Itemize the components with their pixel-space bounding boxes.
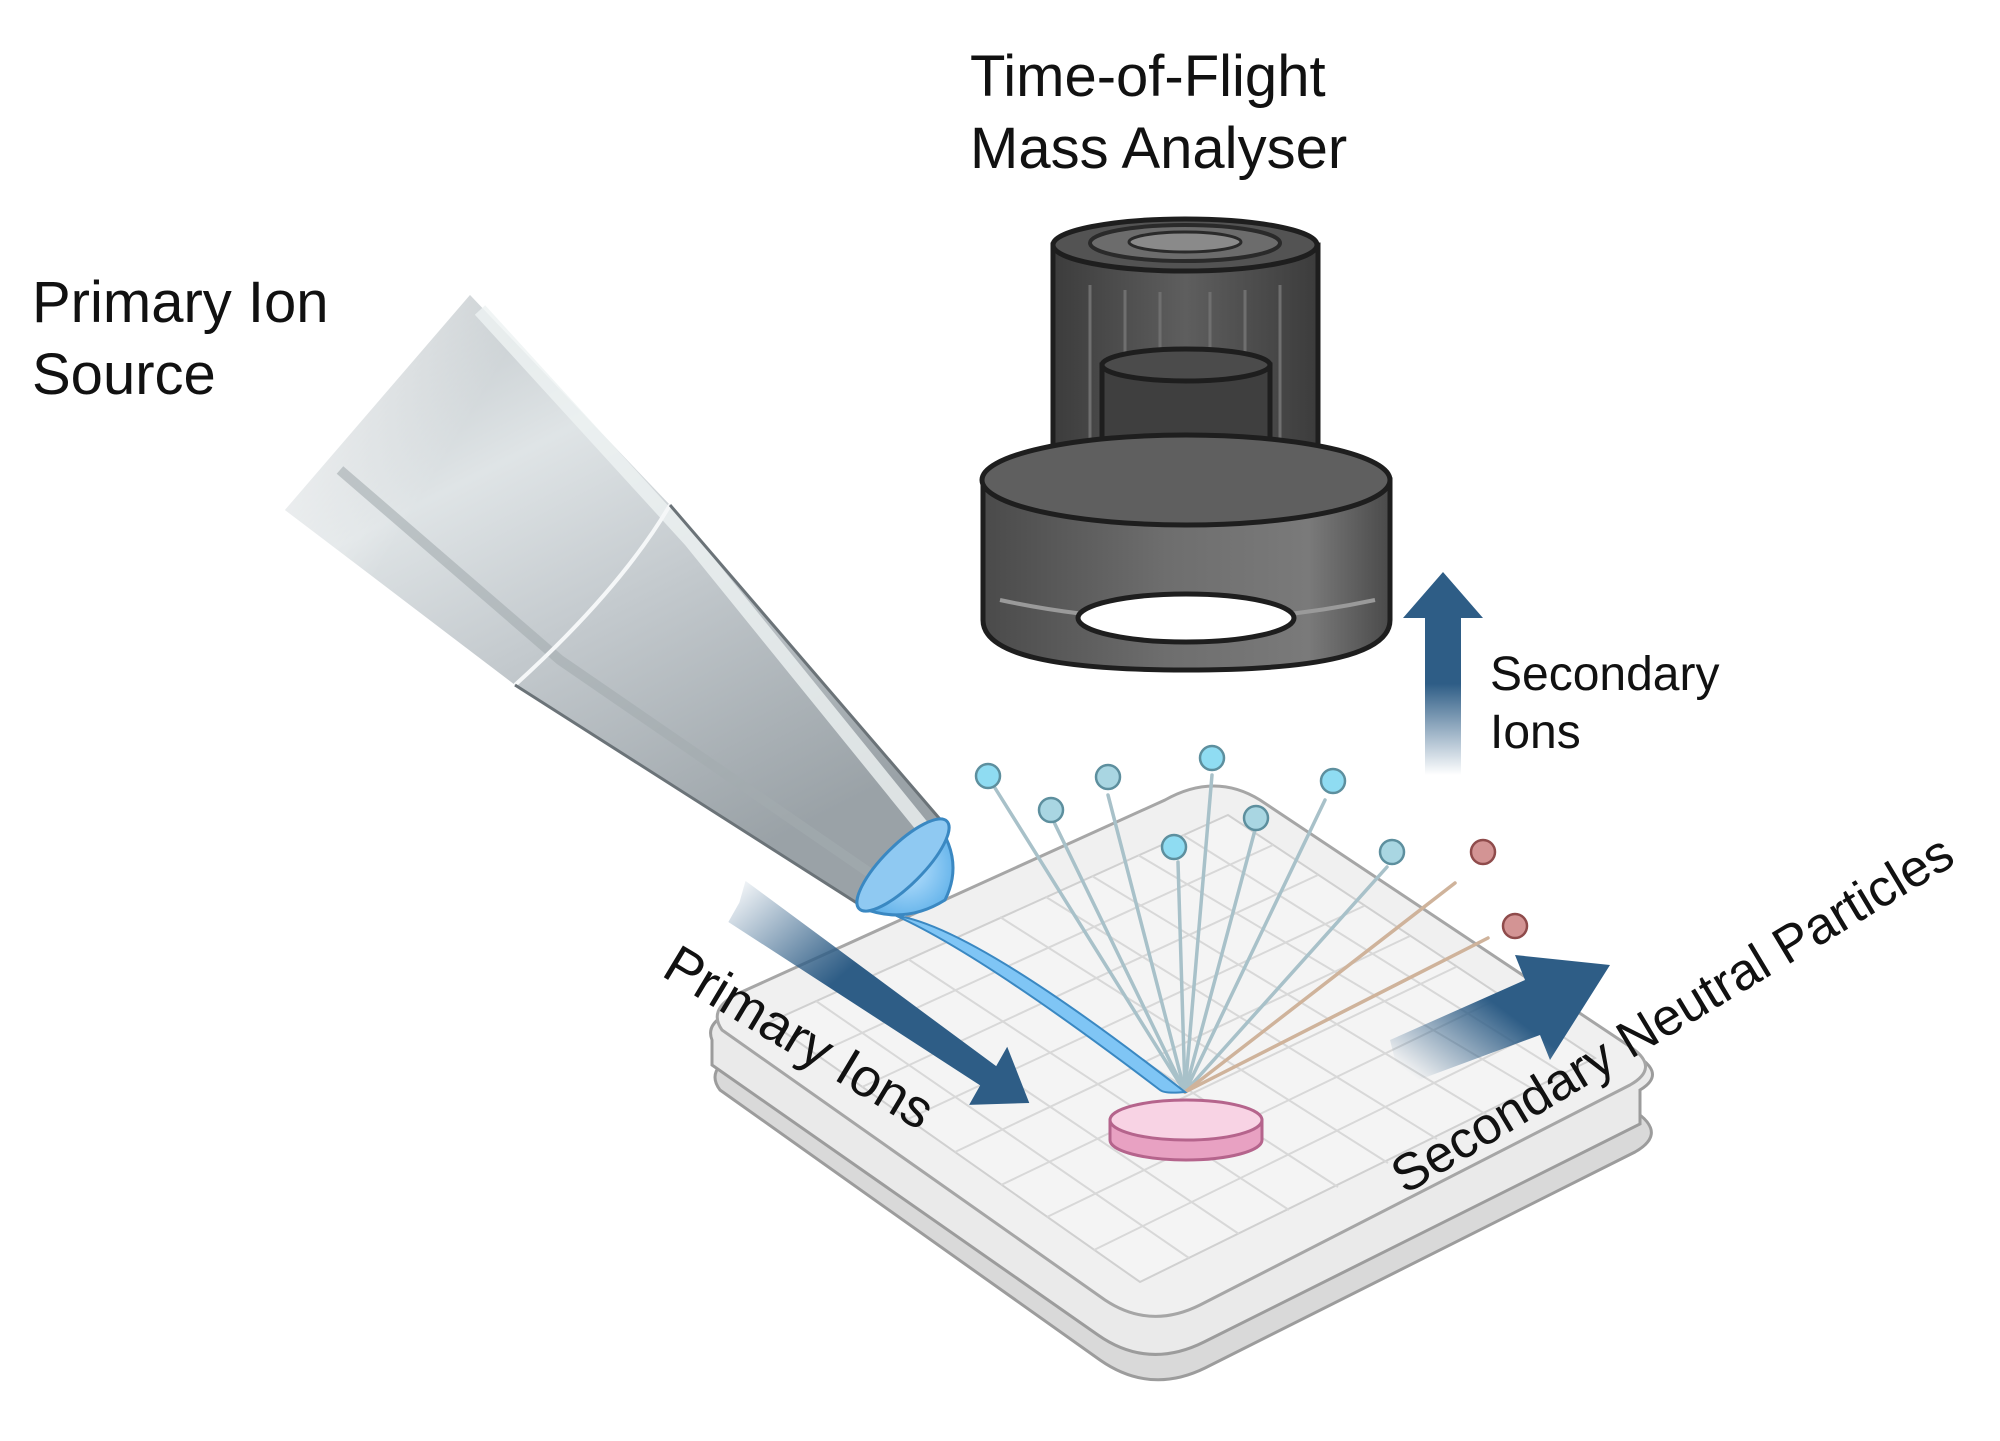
secondary-ions-arrow: [1403, 572, 1483, 775]
sample-disc: [1108, 1098, 1264, 1162]
secondary-ion: [1094, 763, 1122, 791]
secondary-ion: [1378, 838, 1406, 866]
label-source-line1: Primary Ion: [32, 270, 329, 335]
detector-aperture: [1075, 591, 1297, 645]
neutral-particle: [1469, 838, 1497, 866]
neutral-particles: [1469, 838, 1529, 940]
secondary-ion-particles: [974, 744, 1406, 866]
label-source-line2: Source: [32, 342, 216, 407]
secondary-ion: [1198, 744, 1226, 772]
secondary-ion: [1242, 804, 1270, 832]
secondary-ion: [1037, 796, 1065, 824]
secondary-neutral-arrow: [1390, 955, 1610, 1085]
label-secondary-ions: Secondary Ions: [1490, 648, 1719, 759]
tof-mass-analyser: [979, 216, 1393, 673]
label-secondary-ions-line1: Secondary: [1490, 648, 1719, 701]
label-tof-line1: Time-of-Flight: [970, 44, 1326, 109]
label-tof-line2: Mass Analyser: [970, 116, 1347, 181]
label-primary-ion-source: Primary Ion Source: [32, 270, 329, 407]
label-tof: Time-of-Flight Mass Analyser: [970, 44, 1347, 181]
emission-lines: [993, 773, 1490, 1094]
secondary-ion: [1319, 767, 1347, 795]
gun-aperture: [855, 817, 951, 913]
primary-ion-source: [285, 295, 951, 913]
label-secondary-ions-line2: Ions: [1490, 706, 1581, 759]
neutral-particle: [1501, 912, 1529, 940]
primary-ions-arrow: [728, 880, 1030, 1105]
secondary-ion: [1160, 833, 1188, 861]
secondary-ion: [974, 762, 1002, 790]
